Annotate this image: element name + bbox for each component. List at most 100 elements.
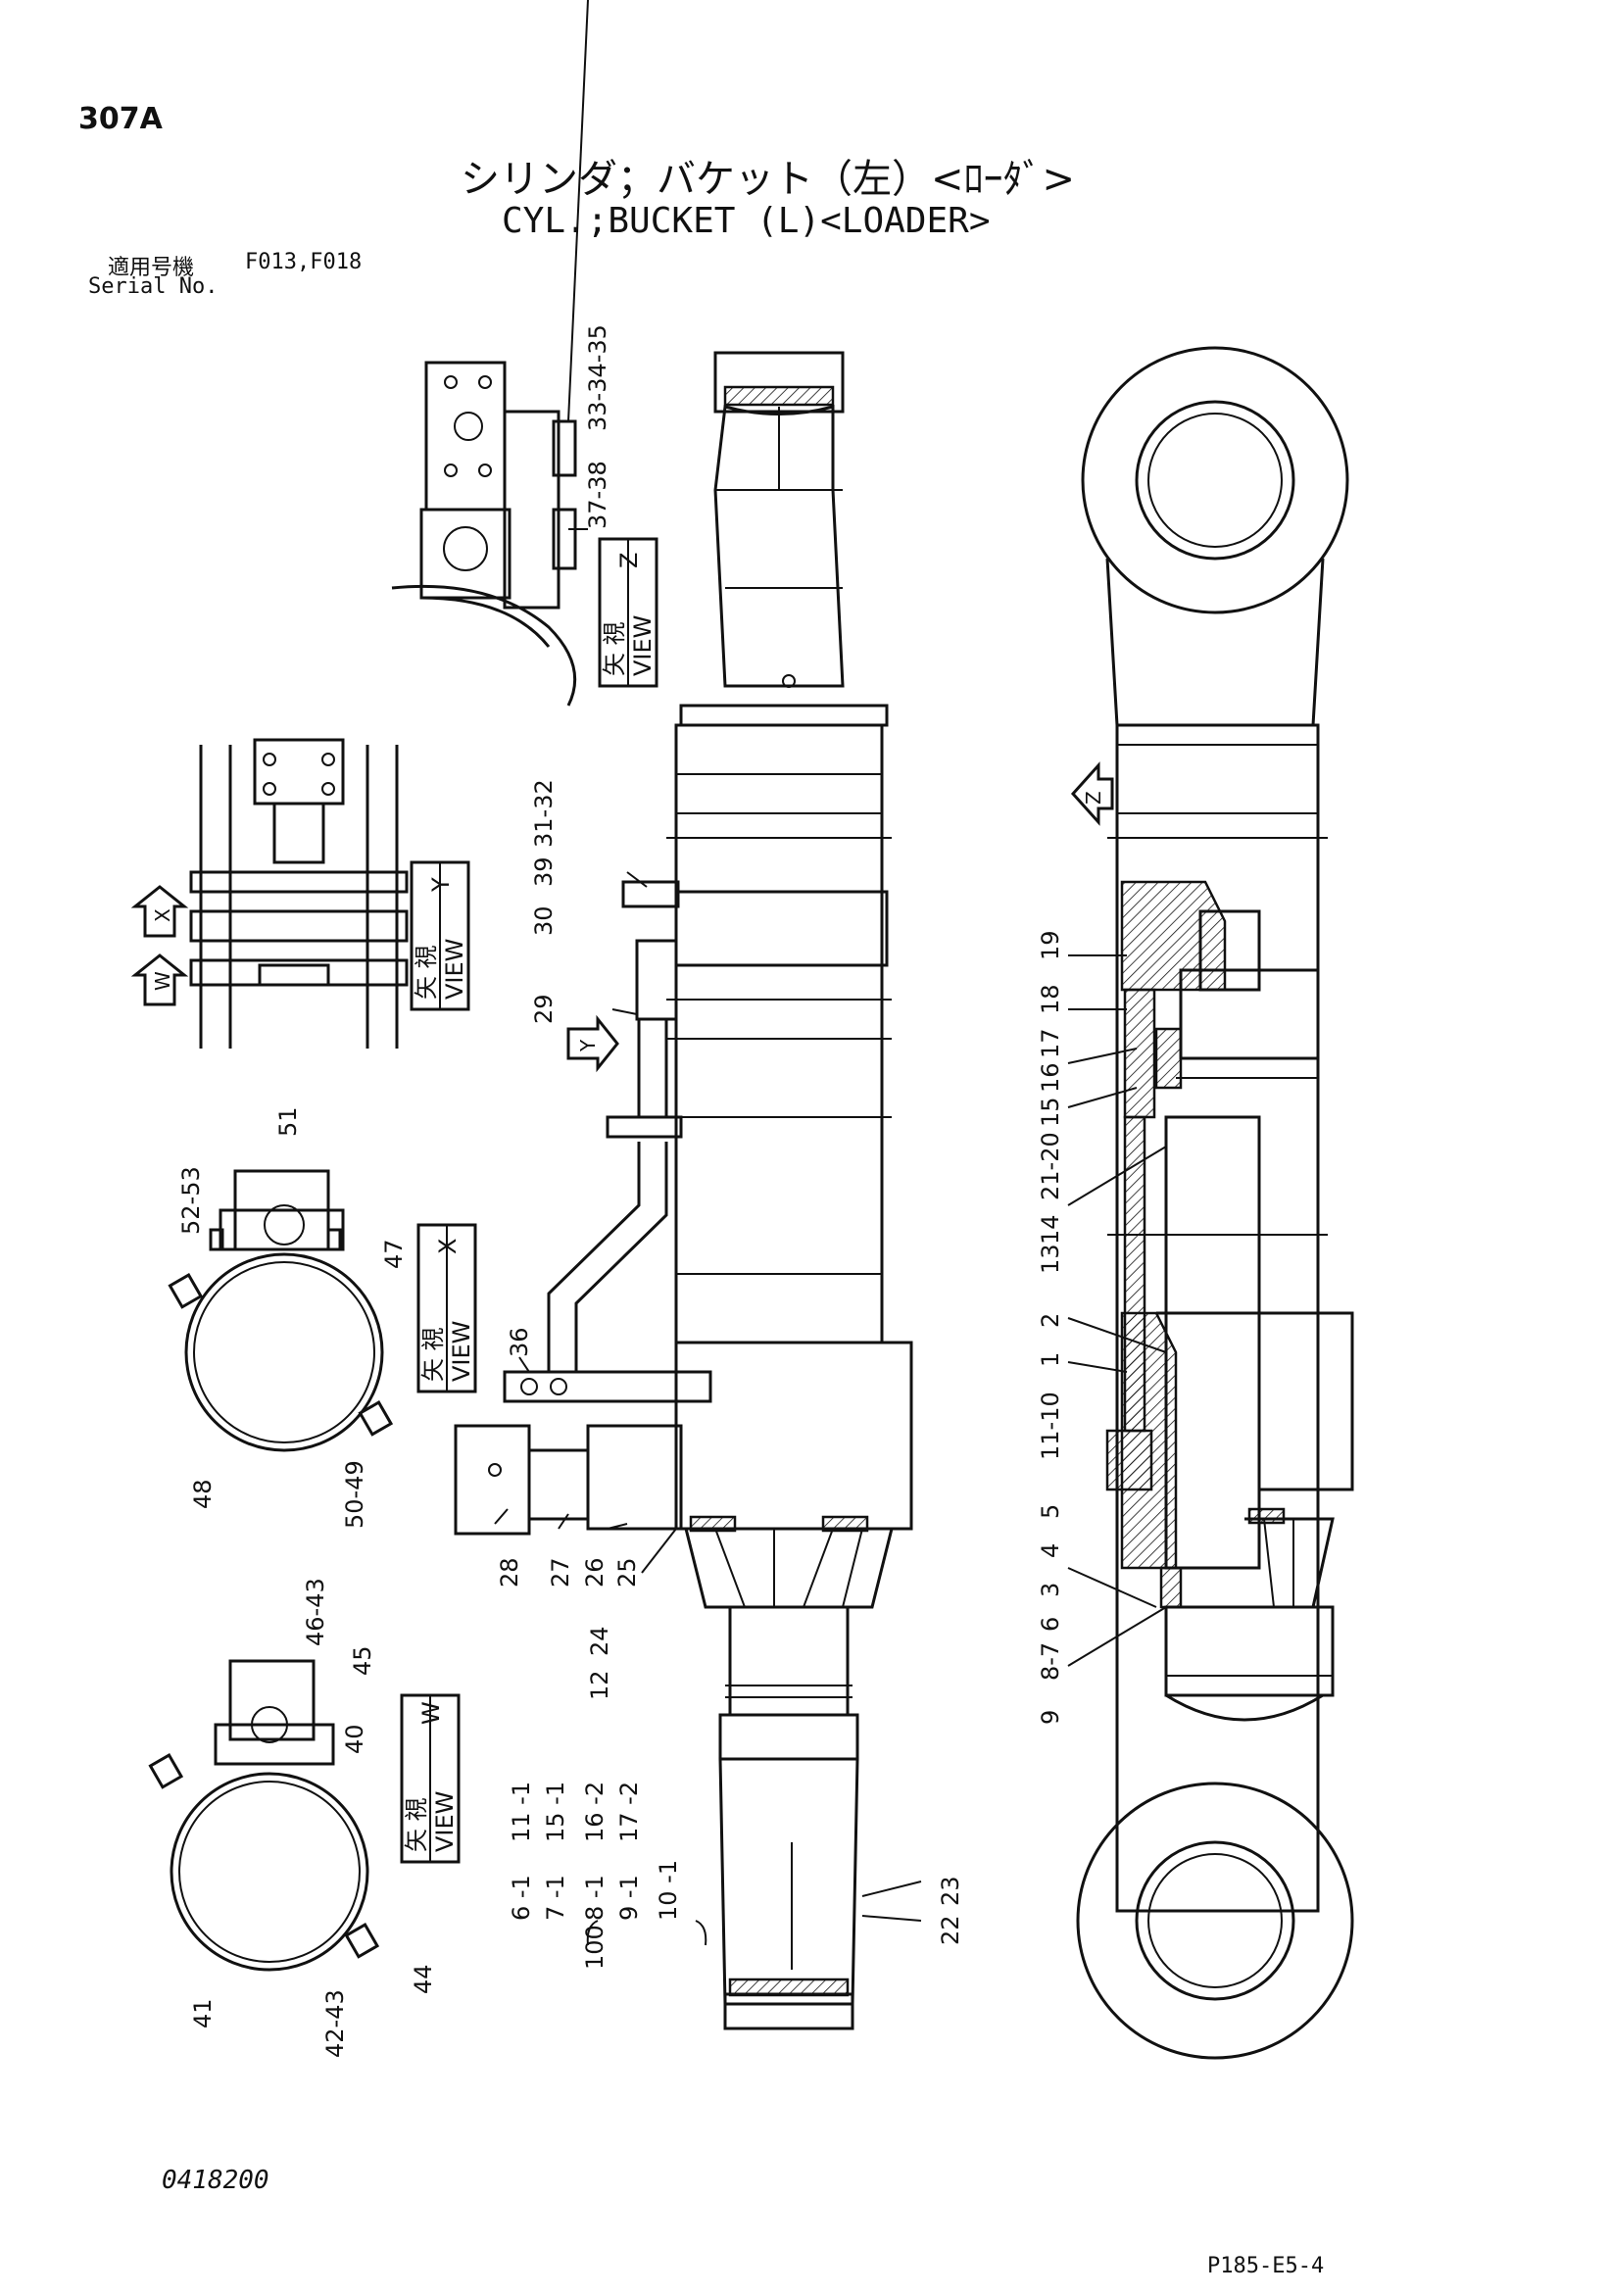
callout-9: 9 bbox=[1037, 1710, 1064, 1725]
callout-11-10: 11-10 bbox=[1037, 1392, 1064, 1460]
hydraulic-piping bbox=[454, 880, 712, 1536]
cylinder-head bbox=[674, 1341, 913, 1531]
callout-6: 6 bbox=[1037, 1617, 1064, 1632]
arrow-tag-w: W bbox=[130, 953, 189, 1006]
callout-44: 44 bbox=[410, 1964, 437, 1994]
title-english: CYL.;BUCKET (L)<LOADER> bbox=[502, 201, 991, 241]
callout-41: 41 bbox=[189, 1998, 217, 2028]
serial-label-english: Serial No. bbox=[88, 274, 219, 299]
svg-text:W: W bbox=[151, 971, 174, 991]
callout-48: 48 bbox=[189, 1479, 217, 1509]
kit-item: 9 -1 bbox=[615, 1875, 643, 1921]
svg-text:Y: Y bbox=[576, 1039, 600, 1052]
valve-block-right bbox=[586, 1424, 683, 1531]
view-w-jp: 矢 視 bbox=[403, 1797, 430, 1852]
callout-4: 4 bbox=[1037, 1543, 1064, 1558]
view-y-jp: 矢 視 bbox=[413, 945, 440, 1000]
top-eye-bushing bbox=[723, 385, 835, 407]
callout-26: 26 bbox=[581, 1557, 609, 1588]
callout-22: 22 bbox=[937, 1915, 964, 1945]
callout-3: 3 bbox=[1037, 1583, 1064, 1597]
callout-36: 36 bbox=[506, 1327, 533, 1357]
callout-29: 29 bbox=[530, 994, 558, 1024]
callout-28: 28 bbox=[496, 1557, 523, 1588]
view-x-en: VIEW bbox=[448, 1321, 475, 1382]
view-w-letter: W bbox=[417, 1701, 445, 1725]
callout-46-43: 46-43 bbox=[302, 1578, 329, 1646]
svg-text:X: X bbox=[151, 908, 174, 922]
callout-23: 23 bbox=[937, 1876, 964, 1906]
kit-item: 16 -2 bbox=[581, 1782, 609, 1842]
view-y-letter: Y bbox=[427, 877, 455, 893]
arrow-tag-z: Z bbox=[1070, 761, 1114, 826]
kit-item: 7 -1 bbox=[542, 1875, 569, 1921]
callout-37-38: 37-38 bbox=[584, 461, 611, 529]
callout-27: 27 bbox=[547, 1557, 574, 1588]
top-eye-bore bbox=[1135, 400, 1295, 561]
center-cylinder-view bbox=[666, 351, 913, 2030]
arrow-tag-y: Y bbox=[566, 1014, 619, 1073]
callout-19: 19 bbox=[1037, 930, 1064, 960]
callout-21-20: 21-20 bbox=[1037, 1132, 1064, 1200]
gland-nut bbox=[684, 1527, 894, 1609]
view-z-block bbox=[424, 361, 507, 512]
kit-item: 17 -2 bbox=[615, 1782, 643, 1842]
clamp-bar bbox=[503, 1370, 712, 1403]
callout-24: 24 bbox=[586, 1626, 613, 1656]
view-label-y: 矢 視 VIEW Y bbox=[410, 860, 470, 1011]
view-x-letter: X bbox=[434, 1239, 462, 1254]
title-japanese: シリンダ；バケット（左）<ﾛｰﾀﾞ> bbox=[461, 157, 1076, 202]
serial-label-japanese: 適用号機 bbox=[108, 256, 195, 280]
callout-45: 45 bbox=[349, 1645, 376, 1676]
serial-value: F013,F018 bbox=[245, 250, 363, 274]
document-number: 0418200 bbox=[162, 2166, 269, 2195]
callout-47: 47 bbox=[380, 1239, 408, 1269]
kit-prefix: 100 bbox=[581, 1925, 609, 1970]
svg-text:Z: Z bbox=[1082, 791, 1105, 805]
view-x-detail bbox=[168, 1169, 394, 1452]
callout-12: 12 bbox=[586, 1670, 613, 1700]
top-flange bbox=[679, 704, 889, 727]
callout-1: 1 bbox=[1037, 1352, 1064, 1367]
kit-item: 11 -1 bbox=[508, 1782, 535, 1842]
callout-14: 14 bbox=[1037, 1214, 1064, 1245]
callout-15: 15 bbox=[1037, 1097, 1064, 1127]
view-z-detail bbox=[391, 361, 577, 707]
callout-18: 18 bbox=[1037, 984, 1064, 1014]
callouts: 33-34-35 37-38 31-32 39 30 29 36 28 27 2… bbox=[177, 324, 1064, 2058]
callout-50-49: 50-49 bbox=[341, 1460, 368, 1529]
kit-item: 15 -1 bbox=[542, 1782, 569, 1842]
arrow-tag-x: X bbox=[130, 885, 189, 938]
callout-2: 2 bbox=[1037, 1313, 1064, 1328]
view-x-jp: 矢 視 bbox=[419, 1327, 447, 1382]
bottom-eye-outer bbox=[1076, 1782, 1354, 2060]
callout-31-32: 31-32 bbox=[530, 779, 558, 848]
view-x-tube bbox=[184, 1252, 384, 1452]
view-label-w: 矢 視 VIEW W bbox=[400, 1693, 461, 1864]
callout-16: 16 bbox=[1037, 1062, 1064, 1093]
page-number: 307A bbox=[78, 102, 163, 136]
figure-reference: P185-E5-4 bbox=[1207, 2254, 1325, 2278]
view-z-letter: Z bbox=[615, 553, 643, 568]
view-y-detail bbox=[189, 738, 409, 1049]
leader-lines bbox=[494, 0, 1167, 1922]
callout-25: 25 bbox=[613, 1557, 641, 1588]
right-cylinder-section bbox=[1076, 346, 1354, 2060]
kit-item: 8 -1 bbox=[581, 1875, 609, 1921]
valve-block-left bbox=[454, 1424, 531, 1536]
callout-52-53: 52-53 bbox=[177, 1166, 205, 1235]
kit-item: 6 -1 bbox=[508, 1875, 535, 1921]
callout-8-7: 8-7 bbox=[1037, 1642, 1064, 1681]
kit-item: 10 -1 bbox=[655, 1860, 682, 1921]
bottom-eye-bore bbox=[1135, 1840, 1295, 2001]
callout-42-43: 42-43 bbox=[321, 1989, 349, 2058]
piston-rod bbox=[728, 1605, 850, 1717]
view-z-en: VIEW bbox=[629, 615, 657, 676]
view-w-tube bbox=[170, 1772, 369, 1972]
piston-section bbox=[1120, 880, 1227, 992]
bottom-rod-eye bbox=[718, 1757, 859, 2006]
callout-13: 13 bbox=[1037, 1244, 1064, 1274]
view-label-x: 矢 視 VIEW X bbox=[416, 1223, 477, 1393]
cylinder-tube bbox=[674, 723, 884, 1344]
